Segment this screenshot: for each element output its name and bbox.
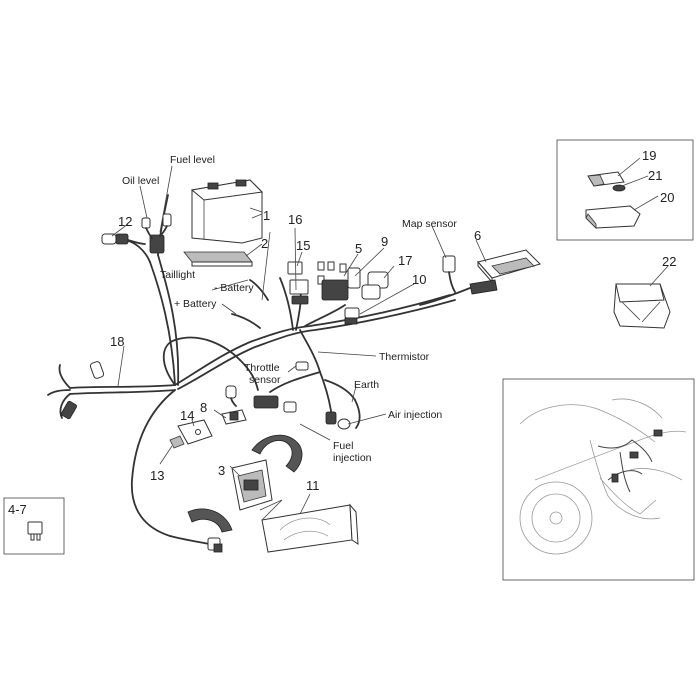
taillight-connector [101, 233, 146, 245]
label-fuel-injection-line1: Fuel [333, 440, 353, 452]
level-sensor-connectors [141, 213, 172, 254]
part-numbers: 1 2 3 5 6 8 9 10 11 12 13 14 15 16 17 18… [8, 148, 676, 517]
map-sensor [442, 255, 456, 293]
part-number-22: 22 [662, 254, 676, 269]
part-number-5: 5 [355, 241, 362, 256]
label-earth: Earth [354, 379, 379, 391]
label-fuel-level: Fuel level [170, 154, 215, 166]
label-fuel-injection-line2: injection [333, 452, 372, 464]
part-number-19: 19 [642, 148, 656, 163]
part-number-16: 16 [288, 212, 302, 227]
instruction-sheet [259, 499, 359, 553]
part-number-17: 17 [398, 253, 412, 268]
harness-end-connector [47, 361, 105, 420]
part-number-4-7: 4-7 [8, 502, 27, 517]
label-thermistor: Thermistor [379, 351, 430, 363]
label-battery-positive: + Battery [174, 298, 217, 310]
relay-group [287, 261, 389, 325]
ecu [469, 249, 541, 295]
label-throttle-sensor-line1: Throttle [244, 362, 280, 374]
bracket-14 [169, 419, 213, 449]
bracket-8 [221, 409, 247, 425]
leader-lines [111, 157, 669, 515]
label-air-injection: Air injection [388, 409, 442, 421]
part-number-6: 6 [474, 228, 481, 243]
label-map-sensor: Map sensor [402, 218, 457, 230]
part-number-13: 13 [150, 468, 164, 483]
part-number-11: 11 [306, 478, 320, 493]
part-number-14: 14 [180, 408, 194, 423]
fuel-pump-unit [187, 434, 303, 553]
part-number-3: 3 [218, 463, 225, 478]
part-number-15: 15 [296, 238, 310, 253]
label-oil-level: Oil level [122, 175, 159, 187]
label-throttle-sensor-line2: sensor [249, 374, 281, 386]
text-labels: Fuel level Oil level Taillight - Battery… [122, 154, 457, 464]
label-battery-negative: - Battery [214, 282, 254, 294]
part-number-21: 21 [648, 168, 662, 183]
throttle-area-components [225, 361, 361, 430]
inset-box-fuse [3, 497, 65, 555]
battery [190, 179, 264, 244]
battery-pad [183, 251, 253, 267]
part-number-9: 9 [381, 234, 388, 249]
label-taillight: Taillight [160, 269, 195, 281]
part-number-1: 1 [263, 208, 270, 223]
part-number-8: 8 [200, 400, 207, 415]
inset-box-19-21 [556, 139, 694, 241]
inset-motorcycle [502, 378, 695, 581]
part-number-2: 2 [261, 236, 268, 251]
part-number-10: 10 [412, 272, 426, 287]
tool-bag [613, 283, 671, 329]
part-number-20: 20 [660, 190, 674, 205]
part-number-12: 12 [118, 214, 132, 229]
part-number-18: 18 [110, 334, 124, 349]
